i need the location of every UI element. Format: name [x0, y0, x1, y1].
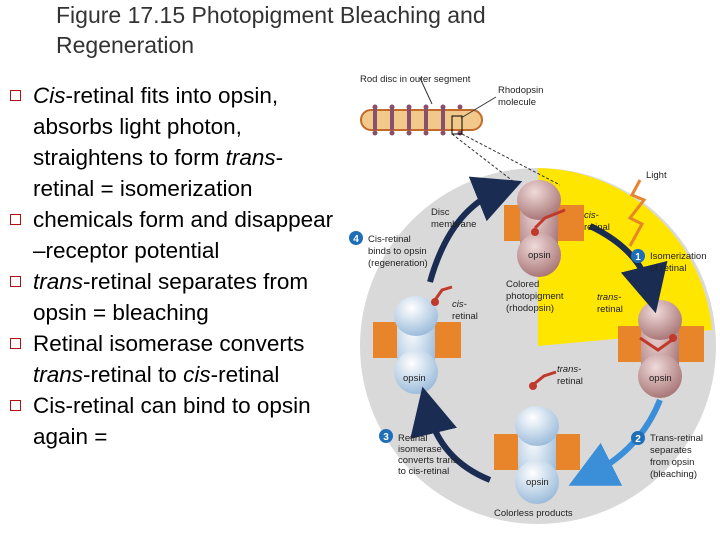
step-1-badge [631, 249, 645, 263]
opsin-left-label: opsin [403, 373, 426, 384]
colored-photopigment-label-3: (rhodopsin) [506, 303, 554, 314]
step-4-label-2: binds to opsin [368, 246, 427, 257]
colored-photopigment-label-2: photopigment [506, 291, 564, 302]
disc-membrane-label-2: membrane [431, 219, 476, 230]
step-1-label-2: of retinal [650, 263, 686, 274]
step-2-label-2: separates [650, 445, 692, 456]
step-2-badge [631, 431, 645, 445]
bullet-text-run: Cis [33, 83, 66, 108]
rod-disc-leader [419, 77, 433, 105]
free-cis-retinal [431, 285, 453, 306]
opsin-bottom-label: opsin [526, 477, 549, 488]
bullet-item: chemicals form and disappear –receptor p… [8, 204, 343, 266]
rhodopsin-label-1: Rhodopsin [498, 85, 543, 96]
step-2-label-3: from opsin [650, 457, 694, 468]
bullet-text-run: chemicals form and disappear –receptor p… [33, 207, 334, 263]
trans-retinal-bottom-label-2: retinal [557, 376, 583, 387]
bullet-text-run: trans [225, 145, 276, 170]
bullet-box-icon [10, 338, 21, 349]
opsin-bottom [494, 406, 580, 504]
bullet-text-run: -retinal separates from opsin = bleachin… [33, 269, 309, 325]
bullet-text-run: cis [183, 362, 211, 387]
bullet-box-icon [10, 400, 21, 411]
slide-title: Figure 17.15 Photopigment Bleaching and … [56, 0, 616, 60]
step-3-badge [379, 429, 393, 443]
light-ray [627, 179, 647, 247]
bullet-list: Cis-retinal fits into opsin, absorbs lig… [8, 80, 343, 452]
opsin-top-label: opsin [528, 250, 551, 261]
step-1-number: 1 [635, 252, 641, 263]
zoom-line-left [451, 133, 519, 186]
title-line-2: Regeneration [56, 32, 195, 58]
step-3-label-3: converts trans- [398, 455, 461, 466]
photopigment-cycle-diagram: 1 2 3 4 Rod disc in outer segment Rhodop… [349, 74, 716, 524]
rod-disc [360, 109, 483, 131]
step-2-label-4: (bleaching) [650, 469, 697, 480]
bullet-text-run: trans [33, 362, 84, 387]
opsin-left [373, 296, 461, 394]
step-1-label-1: Isomerization [650, 251, 707, 262]
bullet-box-icon [10, 276, 21, 287]
trans-retinal-right-label-1: trans- [597, 292, 621, 303]
bullet-item: Cis-retinal fits into opsin, absorbs lig… [8, 80, 343, 204]
step-3-number: 3 [383, 432, 389, 443]
bullet-text-run: Retinal isomerase converts [33, 331, 305, 356]
rod-disc-label: Rod disc in outer segment [360, 74, 471, 85]
step-3-label-4: to cis-retinal [398, 466, 449, 477]
bullet-item: Cis-retinal can bind to opsin again = [8, 390, 343, 452]
bullet-text-run: -retinal fits into opsin, absorbs light … [33, 83, 279, 170]
isomerization-arrow [588, 223, 668, 314]
step-3-label-2: isomerase [398, 444, 442, 455]
trans-retinal-bottom-label-1: trans- [557, 364, 581, 375]
cis-retinal-left-label-1: cis- [452, 299, 467, 310]
cis-retinal-top-label-2: retinal [584, 222, 610, 233]
step-2-label-1: Trans-retinal [650, 433, 703, 444]
opsin-right-label: opsin [649, 373, 672, 384]
bullet-text-run: -retinal [210, 362, 280, 387]
step-4-badge [349, 231, 363, 245]
colored-photopigment-label-1: Colored [506, 279, 539, 290]
free-trans-retinal [529, 370, 557, 390]
light-label: Light [646, 170, 667, 181]
isomerase-arrow [410, 386, 492, 483]
step-2-number: 2 [635, 434, 641, 445]
trans-retinal-right-label-2: retinal [597, 304, 623, 315]
step-4-number: 4 [353, 234, 359, 245]
colorless-products-label: Colorless products [494, 508, 573, 519]
bullet-item: trans-retinal separates from opsin = ble… [8, 266, 343, 328]
bullet-text-run: -retinal to [83, 362, 184, 387]
bullet-box-icon [10, 90, 21, 101]
bullet-item: Retinal isomerase converts trans-retinal… [8, 328, 343, 390]
step-4-label-1: Cis-retinal [368, 234, 411, 245]
rhodopsin-leader [460, 96, 497, 119]
rhodopsin-highlight-box [451, 115, 463, 135]
zoom-line-right [461, 133, 561, 186]
disc-membrane-label-1: Disc [431, 207, 450, 218]
bullet-text-run: trans [33, 269, 84, 294]
step-4-label-3: (regeneration) [368, 258, 428, 269]
rhodopsin-label-2: molecule [498, 97, 536, 108]
bleaching-arrow [568, 398, 663, 486]
step-3-label-1: Retinal [398, 433, 428, 444]
bullet-text-run: Cis-retinal can bind to opsin again = [33, 393, 311, 449]
title-line-1: Figure 17.15 Photopigment Bleaching and [56, 2, 486, 28]
cis-retinal-top-label-1: cis- [584, 210, 599, 221]
bullet-box-icon [10, 214, 21, 225]
regeneration-arrow [427, 176, 523, 283]
bullet-text-run: -retinal = isomerization [33, 145, 284, 201]
cis-retinal-left-label-2: retinal [452, 311, 478, 322]
